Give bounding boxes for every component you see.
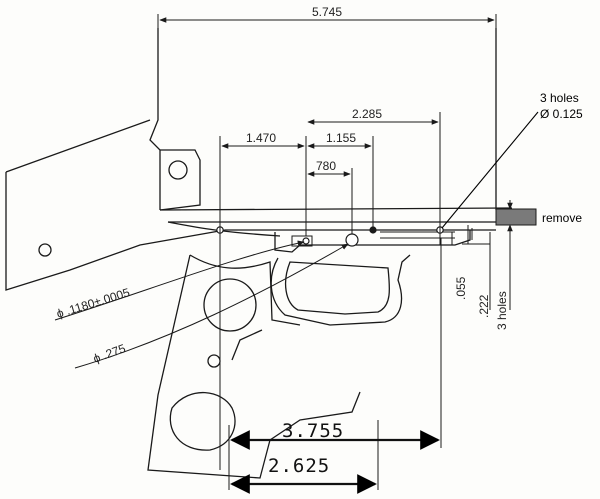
dim-hole-height: .222 <box>477 294 491 318</box>
dim-middle-span: 1.155 <box>326 131 356 145</box>
lower-dimensions <box>230 430 440 494</box>
holes-callout-diameter: Ø 0.125 <box>540 107 583 121</box>
vertical-dimensions <box>462 200 513 310</box>
dim-lower-short: 2.625 <box>268 455 330 477</box>
remove-block <box>495 208 537 226</box>
extension-lines <box>157 14 497 490</box>
dim-step-height: .055 <box>454 276 468 300</box>
remove-label: remove <box>542 211 582 225</box>
bore-diameter-note: ϕ .275 <box>91 341 127 366</box>
dim-front-hole: 2.285 <box>352 107 382 121</box>
diameter-leaders <box>54 240 349 369</box>
pin-diameter-note: ϕ .1180±.0005 <box>55 285 132 321</box>
holes-callout-title: 3 holes <box>540 91 579 105</box>
dim-rear-hole: 1.470 <box>246 131 276 145</box>
receiver-outline <box>5 28 513 291</box>
slot-detail <box>291 231 455 247</box>
dimension-lines-top <box>159 17 495 177</box>
holes-leader <box>441 111 539 229</box>
dim-hole-count: 3 holes <box>495 291 509 330</box>
dim-small-span: 780 <box>316 159 336 173</box>
hole-mid <box>302 237 310 245</box>
dim-lower-long: 3.755 <box>282 420 344 442</box>
grip-outline <box>147 230 471 479</box>
dim-overall: 5.745 <box>312 5 342 19</box>
